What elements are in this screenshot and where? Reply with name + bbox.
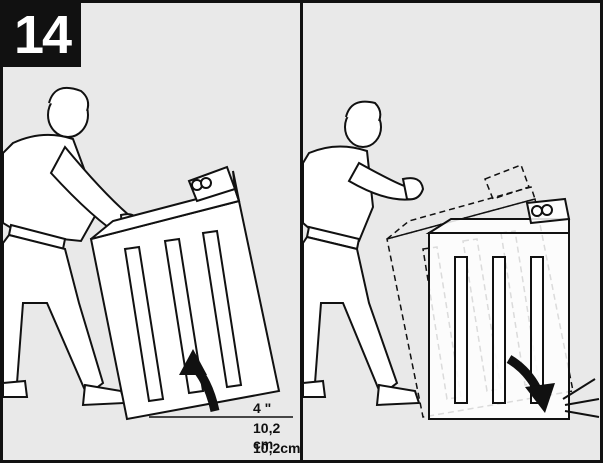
panel-tilt-washer: 14 4 " 10,2 cm 10,2cm	[0, 0, 303, 463]
step-number-badge: 14	[3, 3, 81, 67]
tilt-illustration	[3, 3, 303, 463]
panel-lower-washer	[300, 0, 603, 463]
measurement-cm-alt: 10,2cm	[253, 440, 300, 456]
measurement-inches: 4 "	[253, 400, 271, 416]
lower-illustration	[303, 3, 603, 463]
washer-tilted	[91, 167, 279, 419]
person-figure-standing	[303, 102, 423, 405]
